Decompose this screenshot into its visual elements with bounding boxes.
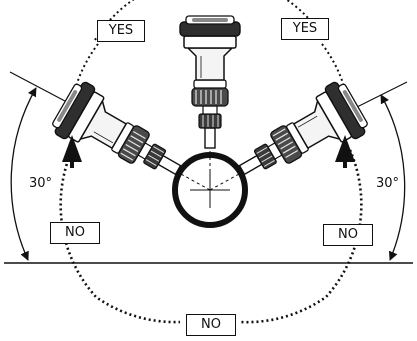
yes-label-left: YES (97, 20, 145, 42)
no-label-bottom: NO (186, 314, 236, 336)
yes-label-right: YES (281, 18, 329, 40)
allowed-range-arc (94, 0, 326, 41)
no-label-left: NO (50, 222, 100, 244)
direction-arrow-left (62, 135, 82, 162)
angle-label-right: 30° (375, 176, 401, 192)
forbidden-range-arc-right (239, 149, 363, 324)
angle-arc-left (10, 87, 37, 261)
device-assembly-top (179, 15, 241, 149)
device-assembly-left (47, 77, 194, 197)
no-label-right: NO (323, 224, 373, 246)
device-assembly-right (226, 77, 373, 197)
angle-label-left: 30° (28, 176, 54, 192)
direction-arrow-right (335, 135, 355, 162)
angle-arc-right (380, 94, 406, 261)
